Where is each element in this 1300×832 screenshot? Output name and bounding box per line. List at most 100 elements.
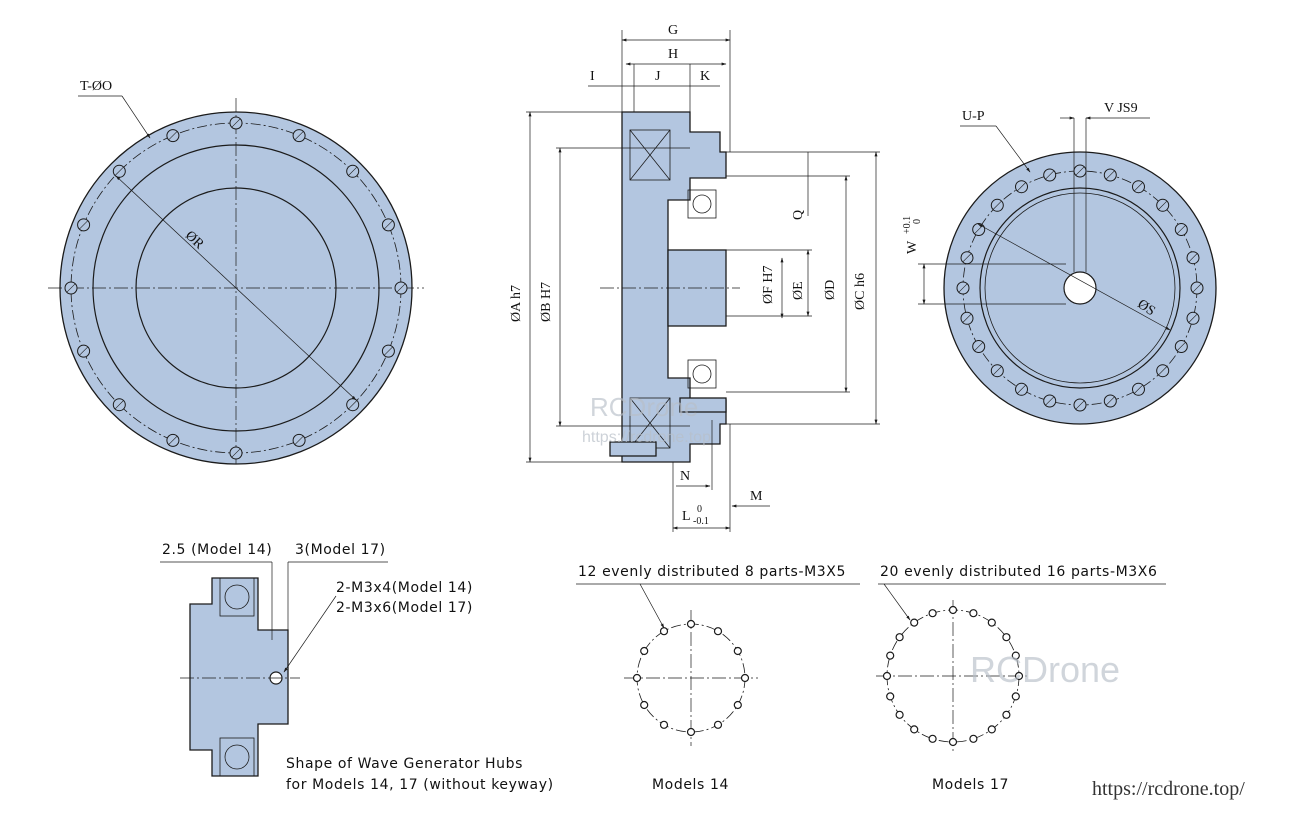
section-screw [679,397,727,413]
rear-bolt-hole-mark [1188,253,1198,263]
front-diameter-leader [115,175,357,401]
dim-Q: Q [791,210,806,220]
rear-bolt-hole-mark [1134,182,1143,192]
pattern-17-caption: Models 17 [932,777,1009,793]
hub-caption-line2: for Models 14, 17 (without keyway) [286,777,554,793]
pattern-17-title: 20 evenly distributed 16 parts-M3X6 [880,564,1157,580]
hub-dim-model14: 2.5 (Model 14) [162,542,272,558]
pattern-17-hole [969,734,978,743]
watermark-right: RCDrone [970,649,1120,690]
pattern-14-leader [639,583,665,629]
dim-D: ØD [823,280,838,300]
rear-bolt-hole-mark [1017,182,1026,192]
rear-bolt-hole-mark [1075,400,1085,410]
rear-shaft-bore [1063,271,1097,305]
rear-bolt-hole-mark [1134,384,1143,394]
rear-view: ØS U-P V JS9 W +0.1 0 [902,101,1217,425]
rear-keyway-tol-upper: +0.1 [902,216,913,234]
hub-bearing-bottom [219,737,255,777]
front-bolt-hole-mark [294,435,304,445]
pattern-14-hole [733,700,742,710]
pattern-17-hole [886,692,895,701]
rear-bolt-hole-mark [958,283,968,293]
rear-bolt-hole-mark [962,313,972,323]
pattern-17-holes [882,605,1024,747]
rear-bolt-hole-mark [1045,396,1055,406]
pattern-14: 12 evenly distributed 8 parts-M3X5 Model… [576,564,860,793]
pattern-17-hole [1011,692,1020,701]
dim-N: N [680,469,690,484]
front-bolt-hole-mark [168,131,178,141]
pattern-17-hole [928,734,937,743]
pattern-17-hole [895,633,904,642]
pattern-17-hole [948,737,958,747]
rear-bolt-hole-mark [1176,225,1186,234]
hub-thread-leader [283,595,337,673]
rear-bolt-holes [956,164,1204,412]
pattern-17-hole [987,725,996,734]
rear-bolt-hole-mark [1105,396,1115,406]
front-callout-leader [121,95,151,139]
front-bolt-hole-mark [383,220,393,230]
section-wave-bearing-top [687,189,717,219]
rear-bolt-hole-mark [1105,170,1115,180]
section-housing [621,111,727,463]
dim-G: G [668,23,678,38]
rear-callout-leader [995,125,1031,173]
front-bolt-hole-mark [79,220,89,230]
pattern-14-hole [632,673,642,683]
rear-bolt-hole-mark [1075,166,1085,176]
hub-bearing-top [219,577,255,617]
rear-bolt-hole-mark [962,253,972,263]
hub-dim-model17: 3(Model 17) [295,542,386,558]
pattern-14-hole [713,627,723,636]
dim-B: ØB H7 [539,282,554,322]
dim-K: K [700,69,710,84]
hub-thread-model17: 2-M3x6(Model 17) [336,600,473,616]
rear-bolt-hole-mark [974,342,984,351]
dim-A: ØA h7 [509,285,524,322]
pattern-14-hole [740,673,750,683]
rear-bolt-hole-mark [1192,283,1202,293]
front-bolt-hole-mark [231,118,241,128]
pattern-14-hole [640,646,649,656]
dim-F: ØF H7 [761,265,776,304]
dim-L-tol-upper: 0 [697,504,702,515]
rear-diameter-leader [977,223,1171,331]
hub-caption-line1: Shape of Wave Generator Hubs [286,756,523,772]
pattern-14-caption: Models 14 [652,777,729,793]
rear-bolt-hole-mark [992,200,1002,210]
watermark-center: RCDrone [590,392,698,422]
section-view: G H I J K ØA h7 ØB H7 ØC h6 ØD ØE ØF H7 [509,23,880,532]
pattern-17-hole [910,725,919,734]
pattern-17-hole [910,618,919,627]
section-bearing-top [629,129,671,181]
dim-M: M [750,489,763,504]
front-bolt-hole-mark [294,131,304,141]
watermark-center-url: https://rcdrone.top [582,429,711,446]
front-bolt-hole-mark [348,400,358,410]
pattern-14-hole [686,619,696,629]
dim-C: ØC h6 [853,273,868,310]
pattern-17-leader [883,583,911,621]
front-bolt-hole-mark [168,435,178,445]
rear-keyway-label: V JS9 [1104,101,1138,116]
pattern-14-hole [659,720,669,729]
pattern-17-hole [1002,710,1011,719]
dim-L: L [682,509,691,524]
front-bolt-holes [64,116,408,460]
rear-bolt-hole-mark [1158,366,1168,376]
pattern-17-hole [1002,633,1011,642]
front-hole-callout: T-ØO [80,79,112,94]
pattern-14-hole [659,627,669,636]
section-bolt [609,441,657,457]
pattern-17-hole [895,710,904,719]
rear-keyway-depth-label: W [905,240,920,254]
hub-detail: 2.5 (Model 14) 3(Model 17) 2-M3x4(Model … [160,542,554,793]
hub-thread-model14: 2-M3x4(Model 14) [336,580,473,596]
rear-bolt-hole-mark [1176,342,1186,351]
pattern-17-hole [969,609,978,618]
front-bolt-hole-mark [383,346,393,356]
pattern-17-hole [928,609,937,618]
